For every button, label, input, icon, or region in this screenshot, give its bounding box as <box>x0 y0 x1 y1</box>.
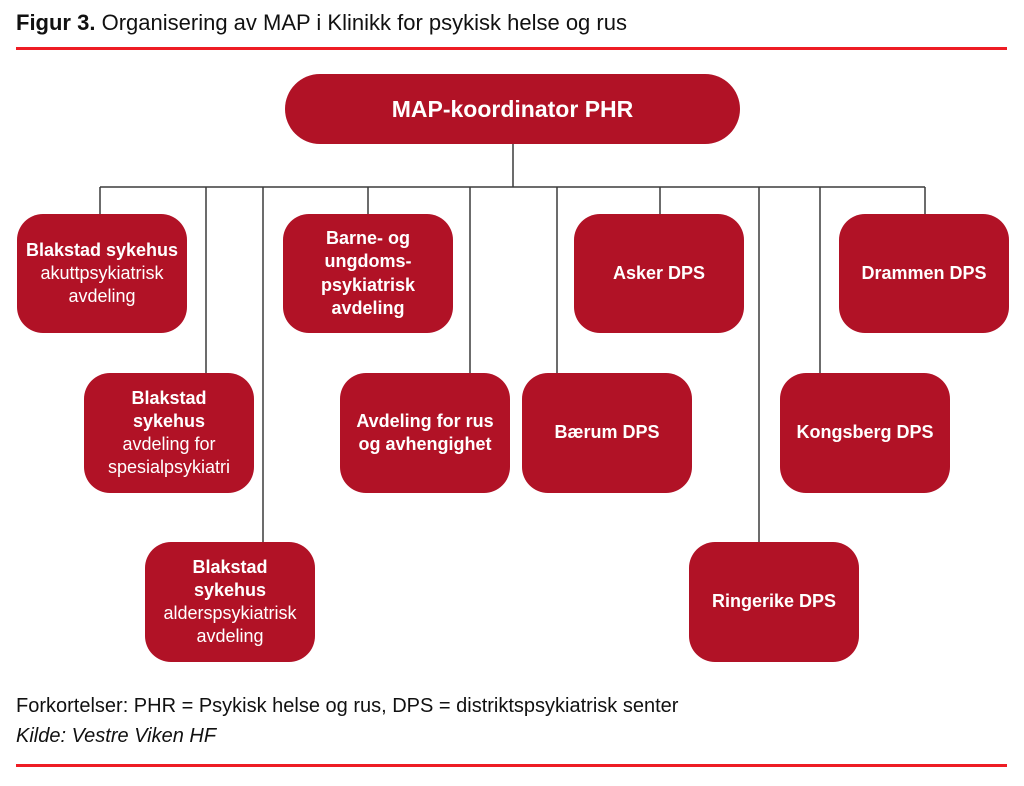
org-box-blakstad-spesial: Blakstad sykehus avdeling for spesialpsy… <box>84 373 254 493</box>
org-box-label-regular: avdeling for spesialpsykiatri <box>107 434 231 478</box>
abbreviations-text: Forkortelser: PHR = Psykisk helse og rus… <box>16 695 679 717</box>
org-box-label-regular: alderspsykiatrisk avdeling <box>163 603 297 647</box>
org-box-label-bold: Blakstad sykehus <box>192 556 268 600</box>
figure-title: Figur 3.Organisering av MAP i Klinikk fo… <box>16 10 627 36</box>
source-text: Kilde: Vestre Viken HF <box>16 725 217 747</box>
bottom-divider-rule <box>16 764 1007 767</box>
org-box-label-bold: Bærum DPS <box>554 422 660 443</box>
org-box-label-bold: Blakstad sykehus <box>131 387 207 431</box>
org-box-barne-ungdom: Barne- og ungdoms- psykiatrisk avdeling <box>283 214 453 333</box>
org-box-drammen-dps: Drammen DPS <box>839 214 1009 333</box>
org-box-map-koordinator-label: MAP-koordinator PHR <box>391 95 634 122</box>
org-box-ringerike-dps: Ringerike DPS <box>689 542 859 662</box>
org-box-map-koordinator: MAP-koordinator PHR <box>285 74 740 144</box>
org-box-label-bold: Barne- og ungdoms- psykiatrisk avdeling <box>320 228 416 318</box>
org-box-label-bold: Ringerike DPS <box>711 591 837 612</box>
org-box-baerum-dps: Bærum DPS <box>522 373 692 493</box>
org-box-blakstad-akutt: Blakstad sykehus akuttpsykiatrisk avdeli… <box>17 214 187 333</box>
org-box-label-bold: Drammen DPS <box>861 262 987 283</box>
figure-title-text: Organisering av MAP i Klinikk for psykis… <box>101 10 627 35</box>
org-box-blakstad-alders: Blakstad sykehus alderspsykiatrisk avdel… <box>145 542 315 662</box>
top-divider-rule <box>16 47 1007 50</box>
org-box-label-bold: Avdeling for rus og avhengighet <box>356 410 494 454</box>
org-box-label-bold: Kongsberg DPS <box>796 422 934 443</box>
org-box-avdeling-rus: Avdeling for rus og avhengighet <box>340 373 510 493</box>
org-box-kongsberg-dps: Kongsberg DPS <box>780 373 950 493</box>
figure-title-prefix: Figur 3. <box>16 10 96 35</box>
org-box-asker-dps: Asker DPS <box>574 214 744 333</box>
org-box-label-regular: akuttpsykiatrisk avdeling <box>40 262 164 307</box>
org-box-label-bold: Asker DPS <box>612 262 706 283</box>
org-box-label-bold: Blakstad sykehus <box>25 239 179 260</box>
